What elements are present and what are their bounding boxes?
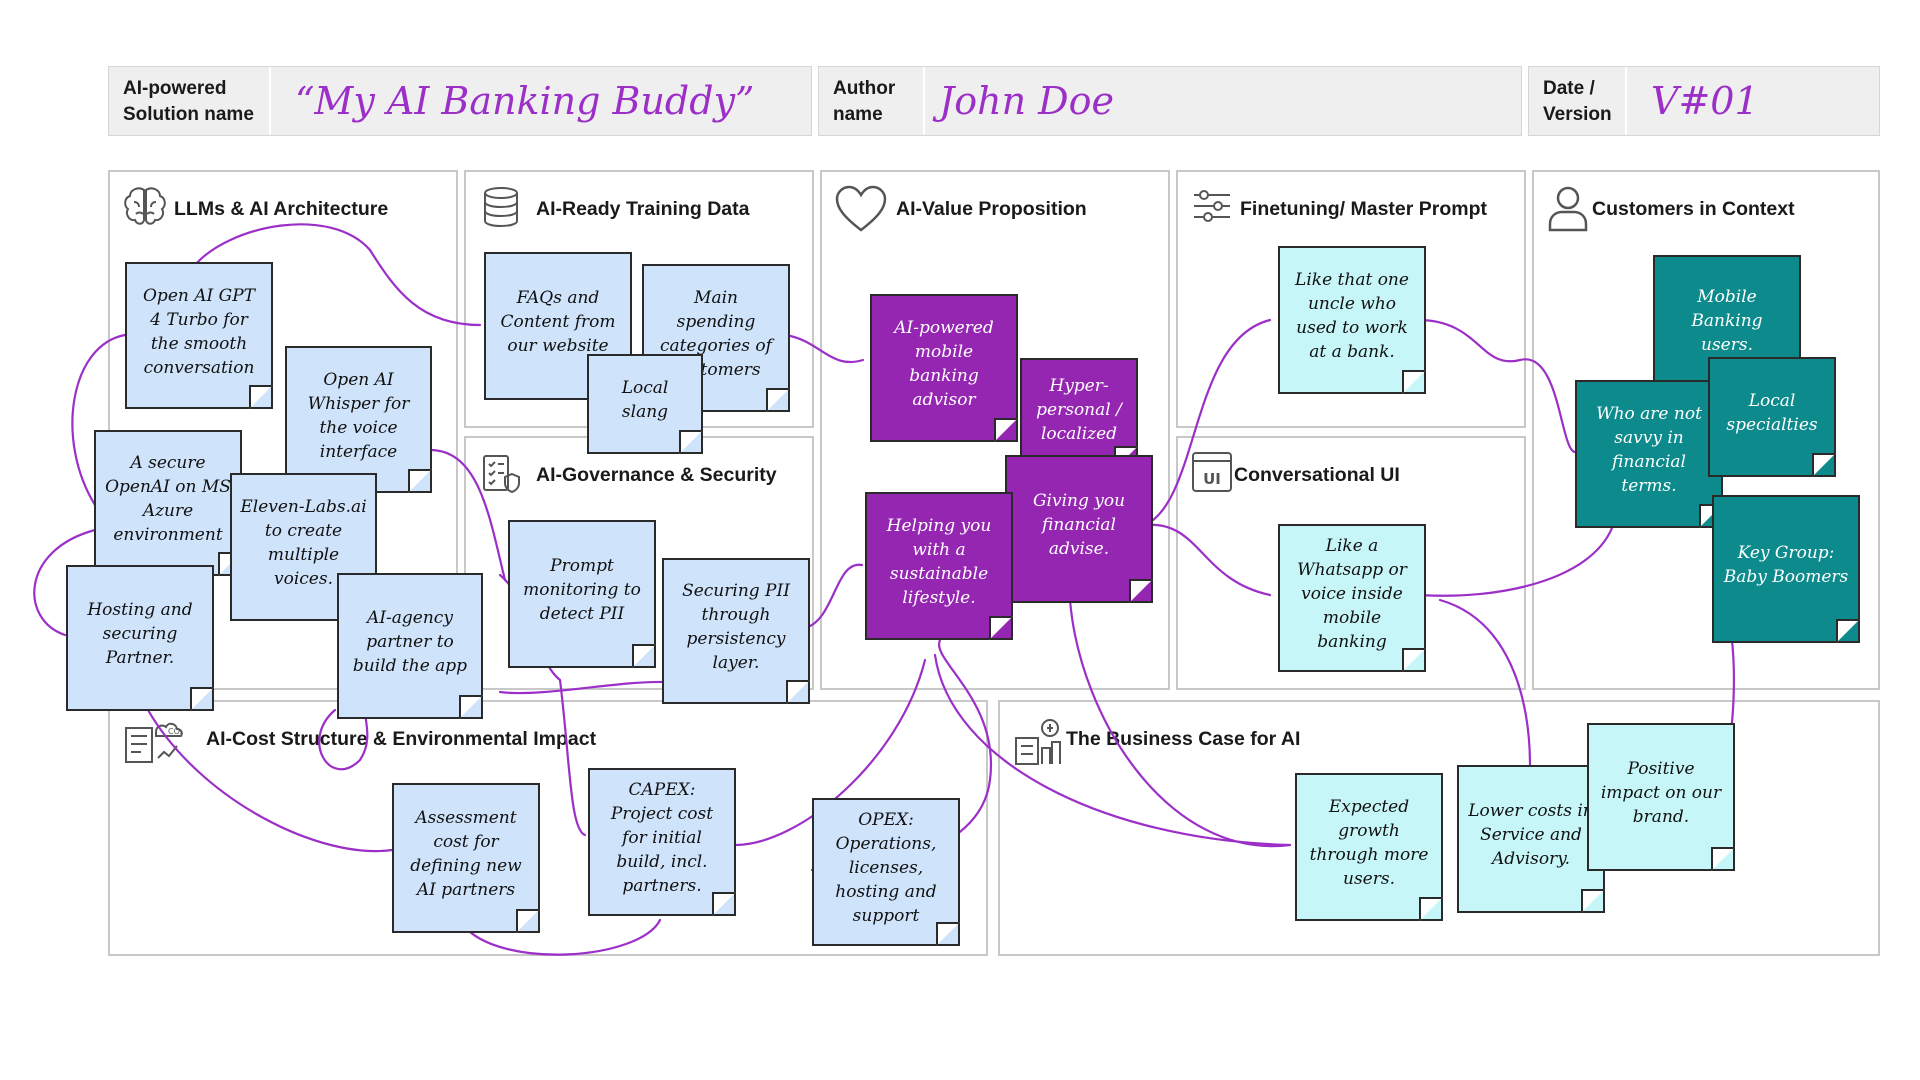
panel-title: AI-Cost Structure & Environmental Impact bbox=[206, 728, 597, 750]
solution-name-label: AI-powered Solution name bbox=[123, 78, 254, 125]
author-name-label: Author name bbox=[833, 78, 896, 125]
panel-title: The Business Case for AI bbox=[1066, 728, 1301, 750]
sticky-note-prompt-monitoring[interactable]: Prompt monitoring to detect PII bbox=[508, 520, 656, 668]
sticky-note-ai-agency[interactable]: AI-agency partner to build the app bbox=[337, 573, 483, 719]
panel-title: Customers in Context bbox=[1592, 198, 1795, 220]
sticky-note-lower-costs[interactable]: Lower costs in Service and Advisory. bbox=[1457, 765, 1605, 913]
heart-icon bbox=[835, 185, 887, 232]
sticky-note-local-specialties[interactable]: Local specialties bbox=[1708, 357, 1836, 477]
sticky-note-gpt4[interactable]: Open AI GPT 4 Turbo for the smooth conve… bbox=[125, 262, 273, 409]
header-divider bbox=[923, 67, 925, 135]
header-divider bbox=[1625, 67, 1627, 135]
sticky-note-opex[interactable]: OPEX: Operations, licenses, hosting and … bbox=[812, 798, 960, 946]
panel-title: AI-Governance & Security bbox=[536, 464, 777, 486]
panel-title: Finetuning/ Master Prompt bbox=[1240, 198, 1488, 220]
svg-text:CO₂: CO₂ bbox=[168, 727, 183, 736]
sticky-note-baby-boomers[interactable]: Key Group: Baby Boomers bbox=[1712, 495, 1860, 643]
solution-name-field: AI-powered Solution name “My AI Banking … bbox=[108, 66, 812, 136]
user-icon bbox=[1548, 186, 1588, 232]
sticky-note-elevenlabs[interactable]: Eleven-Labs.ai to create multiple voices… bbox=[230, 473, 377, 621]
database-icon bbox=[484, 187, 518, 228]
sliders-icon bbox=[1194, 190, 1230, 222]
sticky-note-uncle[interactable]: Like that one uncle who used to work at … bbox=[1278, 246, 1426, 394]
sticky-note-whisper[interactable]: Open AI Whisper for the voice interface bbox=[285, 346, 432, 493]
author-name-field: Author name John Doe bbox=[818, 66, 1522, 136]
sticky-note-not-savvy[interactable]: Who are not savvy in financial terms. bbox=[1575, 380, 1723, 528]
sticky-note-azure[interactable]: A secure OpenAI on MS Azure environment bbox=[94, 430, 242, 576]
checklist-shield-icon bbox=[483, 455, 520, 494]
cost-co2-icon: CO₂ bbox=[125, 722, 183, 763]
date-version-value[interactable]: V#01 bbox=[1651, 79, 1759, 123]
panel-title: AI-Ready Training Data bbox=[536, 198, 750, 220]
business-case-icon bbox=[1015, 719, 1061, 765]
date-version-label: Date / Version bbox=[1543, 78, 1612, 125]
sticky-note-expected-growth[interactable]: Expected growth through more users. bbox=[1295, 773, 1443, 921]
sticky-note-capex[interactable]: CAPEX: Project cost for initial build, i… bbox=[588, 768, 736, 916]
sticky-note-whatsapp-voice[interactable]: Like a Whatsapp or voice inside mobile b… bbox=[1278, 524, 1426, 672]
panel-title: AI-Value Proposition bbox=[896, 198, 1087, 220]
sticky-note-brand-impact[interactable]: Positive impact on our brand. bbox=[1587, 723, 1735, 871]
sticky-note-securing-pii[interactable]: Securing PII through persistency layer. bbox=[662, 558, 810, 704]
sticky-note-ai-advisor[interactable]: AI-powered mobile banking advisor bbox=[870, 294, 1018, 442]
svg-text:UI: UI bbox=[1203, 470, 1221, 488]
solution-name-value[interactable]: “My AI Banking Buddy” bbox=[295, 79, 755, 123]
date-version-field: Date / Version V#01 bbox=[1528, 66, 1880, 136]
sticky-note-financial-advice[interactable]: Giving you financial advise. bbox=[1005, 455, 1153, 603]
sticky-note-local-slang[interactable]: Local slang bbox=[587, 354, 703, 454]
sticky-note-hyper-personal[interactable]: Hyper-personal / localized bbox=[1020, 358, 1138, 470]
ui-window-icon: UI bbox=[1192, 452, 1232, 492]
sticky-note-assessment-cost[interactable]: Assessment cost for defining new AI part… bbox=[392, 783, 540, 933]
header-divider bbox=[269, 67, 271, 135]
panel-title: LLMs & AI Architecture bbox=[174, 198, 389, 220]
sticky-note-sustainable-lifestyle[interactable]: Helping you with a sustainable lifestyle… bbox=[865, 492, 1013, 640]
author-name-value[interactable]: John Doe bbox=[939, 79, 1114, 123]
brain-icon bbox=[124, 187, 166, 225]
sticky-note-hosting[interactable]: Hosting and securing Partner. bbox=[66, 565, 214, 711]
panel-title: Conversational UI bbox=[1234, 464, 1400, 486]
